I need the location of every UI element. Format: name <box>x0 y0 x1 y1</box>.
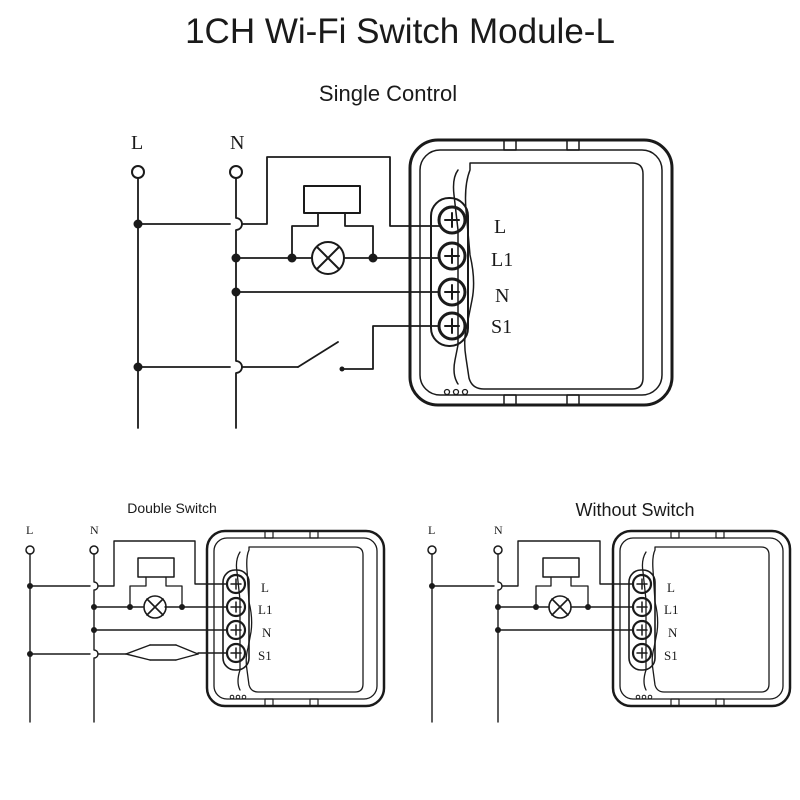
terminal-label-s1: S1 <box>258 648 272 663</box>
terminal-screw <box>631 573 653 595</box>
two-way-switch-icon <box>125 644 199 661</box>
bypass-capacitor-icon <box>129 557 183 608</box>
line-label: L <box>428 523 435 537</box>
line-label: L <box>131 132 143 154</box>
neutral-wire <box>497 553 503 723</box>
switch-module-body <box>611 529 792 708</box>
bypass-capacitor-icon <box>291 185 374 259</box>
switch-module-body <box>408 138 674 407</box>
without-switch-caption: Without Switch <box>575 500 695 520</box>
terminal-label-s1: S1 <box>664 648 678 663</box>
terminal-label-l: L <box>494 216 506 238</box>
double-switch-diagram: L L1 N S1 L N <box>25 523 386 723</box>
switch-contact <box>297 341 339 368</box>
terminal-screw <box>437 241 467 271</box>
terminal-label-s1: S1 <box>491 316 512 338</box>
terminal-label-l1: L1 <box>258 602 272 617</box>
terminal-screw <box>631 642 653 664</box>
terminal-screw <box>437 311 467 341</box>
neutral-label: N <box>90 523 99 537</box>
single-control-caption: Single Control <box>318 81 458 106</box>
terminal-block <box>437 205 467 341</box>
neutral-label: N <box>230 132 244 154</box>
terminal-label-l1: L1 <box>491 249 513 271</box>
lamp-icon <box>143 595 167 619</box>
terminal-screw <box>437 205 467 235</box>
line-label: L <box>26 523 33 537</box>
lamp-icon <box>311 241 345 275</box>
lamp-icon <box>548 595 572 619</box>
terminal-label-l: L <box>261 580 269 595</box>
terminal-block <box>225 573 247 664</box>
terminal-screw <box>631 596 653 618</box>
neutral-wire <box>235 177 243 429</box>
terminal-label-n: N <box>668 625 678 640</box>
double-switch-caption: Double Switch <box>127 500 217 516</box>
terminal-screw <box>225 619 247 641</box>
without-switch-diagram: L L1 N S1 L N <box>427 523 792 723</box>
terminal-screw <box>631 619 653 641</box>
neutral-label: N <box>494 523 503 537</box>
switch-module-body <box>205 529 386 708</box>
terminal-screw <box>225 642 247 664</box>
bypass-capacitor-icon <box>535 557 589 608</box>
terminal-screw <box>437 277 467 307</box>
terminal-screw <box>225 573 247 595</box>
page-title: 1CH Wi-Fi Switch Module-L <box>185 12 615 51</box>
terminal-label-n: N <box>262 625 272 640</box>
single-control-diagram: L L1 N S1 L N <box>131 132 674 429</box>
terminal-screw <box>225 596 247 618</box>
terminal-label-l: L <box>667 580 675 595</box>
terminal-block <box>631 573 653 664</box>
terminal-label-n: N <box>495 285 509 307</box>
neutral-wire <box>93 553 99 723</box>
terminal-label-l1: L1 <box>664 602 678 617</box>
